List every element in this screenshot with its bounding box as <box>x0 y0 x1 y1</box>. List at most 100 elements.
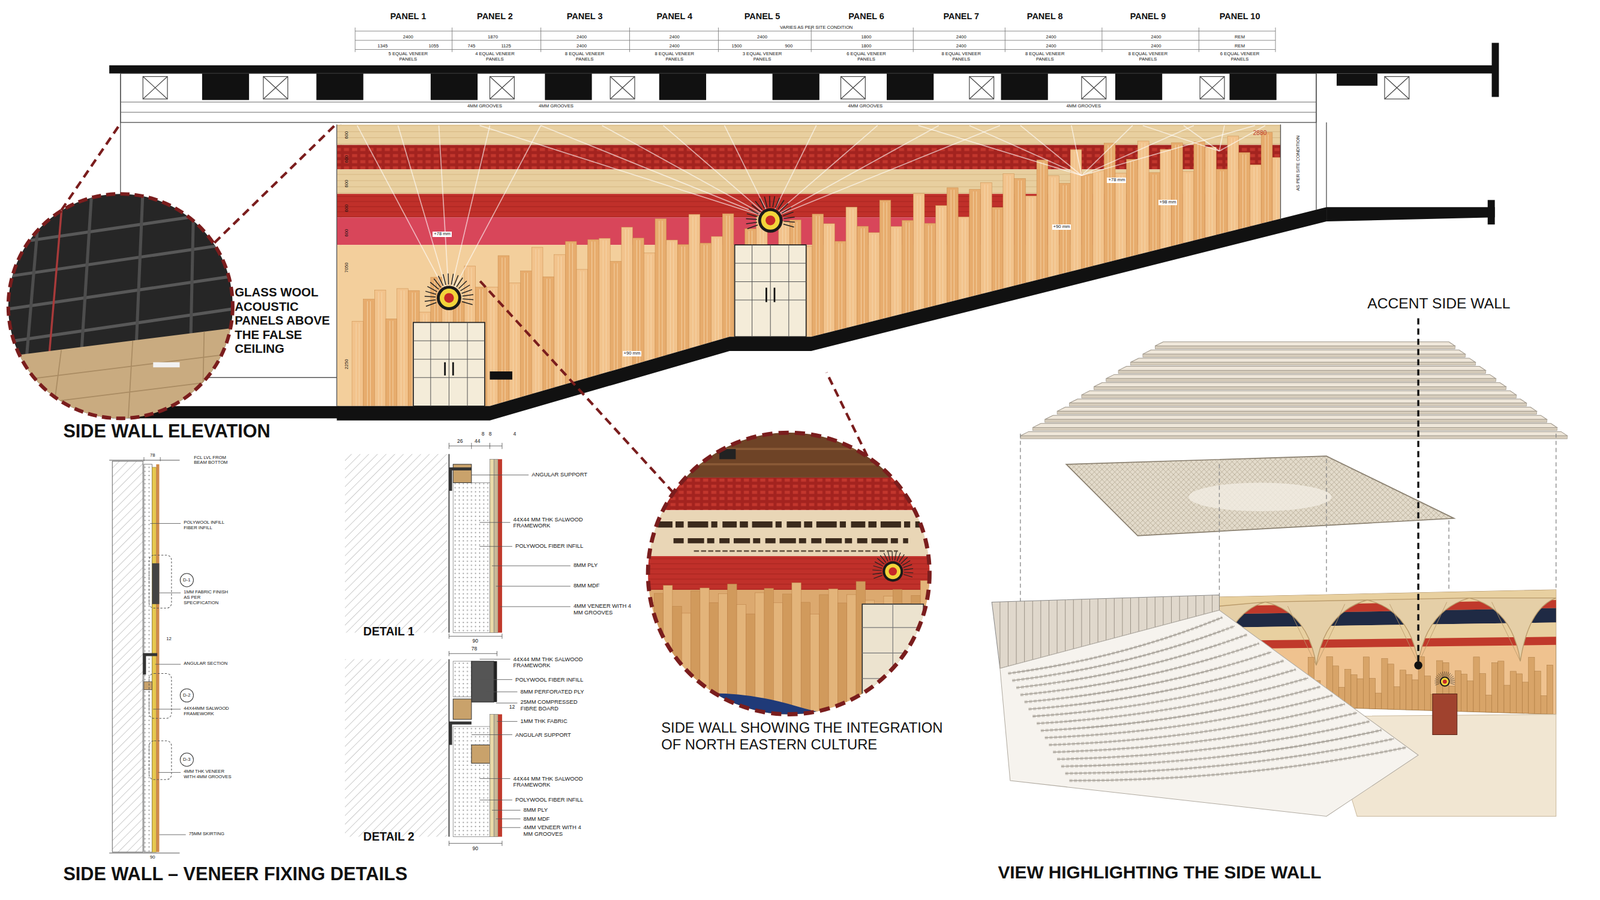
veneer-panel <box>1528 657 1535 714</box>
emblem-ray <box>894 551 897 561</box>
veneer-groove <box>625 229 629 368</box>
detail-2 <box>452 661 472 698</box>
wall-panel-line <box>1162 596 1164 625</box>
fan-line <box>1219 125 1225 152</box>
ceiling-section <box>659 73 707 100</box>
callout-photo <box>643 509 939 557</box>
annotation-label: +98 mm <box>1158 199 1178 206</box>
ceiling-section <box>1336 73 1378 86</box>
room-3d-view <box>1434 671 1455 687</box>
annotation-label: PANEL 5 <box>744 11 781 22</box>
dimension-tick <box>1198 27 1200 53</box>
door <box>734 244 807 337</box>
ceiling-section <box>109 65 1496 74</box>
callout-photo <box>644 580 939 720</box>
veneer-groove <box>1208 148 1212 237</box>
veneer-groove <box>569 243 573 384</box>
emblem-ray <box>775 197 780 208</box>
veneer-groove <box>895 228 899 317</box>
fan-line <box>1219 125 1266 152</box>
annotation-label: 4MM GROOVES <box>846 103 884 110</box>
emblem-ray <box>1440 672 1443 677</box>
emblem-ray <box>784 221 795 222</box>
seat-row <box>1061 730 1382 767</box>
veneer-groove <box>592 241 596 378</box>
wall-panel-line <box>1121 598 1123 636</box>
emblem-ray <box>1445 671 1447 676</box>
veneer-panel <box>1479 673 1486 713</box>
veneer-panel <box>946 187 959 303</box>
duct-box <box>1199 76 1225 99</box>
peacock-emblem <box>746 196 795 233</box>
fan-line <box>918 125 1082 176</box>
veneer-panel <box>1227 136 1239 232</box>
room-3d-view <box>1066 455 1454 536</box>
callout-photo <box>643 448 939 465</box>
annotation-label: ANGULAR SECTION <box>183 661 245 667</box>
wall-section <box>152 563 160 605</box>
emblem-core <box>443 292 454 303</box>
emblem-ray <box>781 207 792 214</box>
veneer-panel <box>1485 695 1492 713</box>
detail-2 <box>471 744 491 764</box>
veneer-panel <box>542 276 555 390</box>
wall-section <box>109 457 194 854</box>
duct-box <box>841 76 866 99</box>
veneer-panel <box>1522 682 1529 714</box>
door <box>413 244 807 407</box>
callout-glass-wool <box>0 123 337 429</box>
veneer-panel <box>913 193 925 311</box>
dimension-tick <box>451 27 453 53</box>
veneer-panel <box>1381 658 1388 710</box>
annotation-label: 4MM GROOVES <box>537 103 575 110</box>
dimension-tick <box>811 27 812 53</box>
annotation-label: 1125 <box>500 43 511 50</box>
emblem-ring <box>436 285 462 311</box>
veneer-groove <box>524 272 528 397</box>
callout-photo <box>872 550 914 582</box>
duct-box <box>489 76 515 99</box>
section-heading: SIDE WALL ELEVATION <box>62 420 270 442</box>
door <box>413 322 485 406</box>
duct-box <box>969 76 995 99</box>
detail-2 <box>493 661 497 702</box>
annotation-label: PANEL 6 <box>848 11 885 22</box>
door <box>413 322 485 406</box>
annotation-label: 90 <box>472 638 479 645</box>
dimension-tick <box>718 27 719 53</box>
annotation-label: D-1 <box>182 577 191 584</box>
annotation-label: POLYWOOL FIBER INFILL <box>515 542 584 550</box>
veneer-groove <box>1029 197 1033 283</box>
duct-box <box>1384 76 1410 99</box>
fan-line <box>448 125 490 298</box>
annotation-label: 1800 <box>861 43 872 50</box>
annotation-label: 1345 <box>377 43 388 50</box>
veneer-panel <box>1412 679 1419 710</box>
fan-line <box>1020 125 1082 176</box>
veneer-groove <box>1186 173 1190 243</box>
wall-section <box>109 460 180 854</box>
fan-line <box>541 125 771 219</box>
detail-1 <box>489 458 494 633</box>
fan-line <box>770 125 878 219</box>
seat-row <box>1061 730 1382 767</box>
fan-line <box>770 125 817 219</box>
fan-line <box>602 125 771 219</box>
annotation-label: 900 <box>784 43 793 50</box>
veneer-panel <box>1369 678 1376 710</box>
callout-photo <box>862 604 924 717</box>
veneer-groove <box>1141 142 1145 254</box>
veneer-groove <box>1018 180 1022 286</box>
veneer-groove <box>1175 144 1179 246</box>
veneer-panel <box>1393 686 1400 710</box>
room-3d-view <box>1188 482 1332 512</box>
callout-photo <box>673 538 909 544</box>
dimension-tick <box>1275 27 1277 53</box>
veneer-groove <box>1040 161 1044 280</box>
annotation-label: ANGULAR SUPPORT <box>515 731 572 739</box>
wall-panel-line <box>1179 596 1181 621</box>
detail-2 <box>452 726 490 837</box>
veneer-groove <box>1130 161 1134 258</box>
emblem-ray <box>783 223 795 227</box>
veneer-groove <box>502 257 506 404</box>
